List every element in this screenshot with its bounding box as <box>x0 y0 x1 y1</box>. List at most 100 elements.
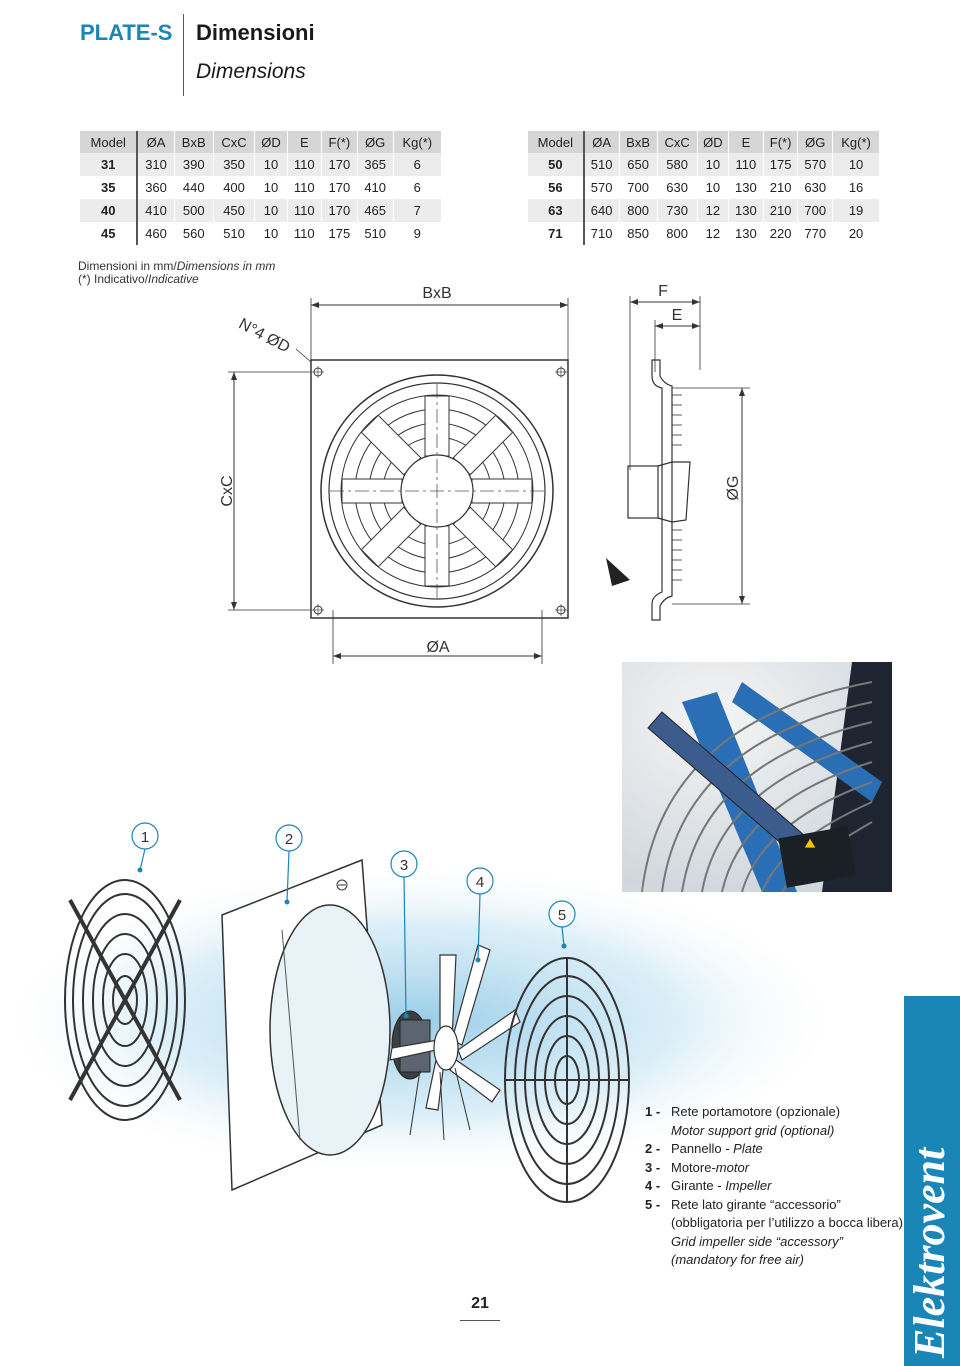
table-cell: 310 <box>137 153 175 176</box>
table-cell-model: 45 <box>80 222 139 245</box>
table-header-cell: Kg(*) <box>393 131 443 153</box>
legend-item-5: 5 - Rete lato girante “accessorio”(obbli… <box>645 1196 903 1270</box>
table-cell: 19 <box>832 199 880 222</box>
table-header-cell: F(*) <box>321 131 358 153</box>
table-cell: 110 <box>287 153 322 176</box>
table-cell: 710 <box>583 222 620 245</box>
table-cell: 850 <box>619 222 658 245</box>
table-cell: 360 <box>137 176 175 199</box>
table-cell: 465 <box>357 199 394 222</box>
table-cell: 7 <box>393 199 443 222</box>
table-cell: 130 <box>728 176 764 199</box>
legend-en: Grid impeller side “accessory” <box>671 1233 843 1249</box>
label-f: F <box>658 283 668 300</box>
table-cell: 570 <box>797 153 834 176</box>
table-cell: 170 <box>321 176 358 199</box>
legend-num: 2 - <box>645 1141 661 1156</box>
table-cell: 10 <box>254 199 288 222</box>
table-cell: 220 <box>763 222 799 245</box>
table-cell: 700 <box>619 176 658 199</box>
legend-num: 1 - <box>645 1104 661 1119</box>
table-cell: 110 <box>287 199 322 222</box>
side-brand-logo: Elektrovent <box>905 1146 954 1359</box>
label-holes: N°4 ØD <box>236 316 293 357</box>
legend-it: Pannello - <box>671 1141 734 1156</box>
page-number-rule <box>460 1320 500 1321</box>
motor-detail-photo <box>622 662 892 892</box>
table-cell-model: 71 <box>528 222 585 245</box>
table-header-cell: Kg(*) <box>832 131 880 153</box>
table-cell: 390 <box>174 153 214 176</box>
table-cell: 130 <box>728 222 764 245</box>
table-cell: 410 <box>357 176 394 199</box>
table-cell-model: 63 <box>528 199 585 222</box>
table-cell: 6 <box>393 176 443 199</box>
page-number: 21 <box>471 1295 489 1312</box>
table-cell: 800 <box>619 199 658 222</box>
note-ind-it: (*) Indicativo/ <box>78 272 149 286</box>
legend-en: motor <box>715 1159 750 1175</box>
table-cell: 170 <box>321 199 358 222</box>
legend-en: Plate <box>733 1141 763 1156</box>
legend-item-3: 3 - Motore-motor <box>645 1159 903 1178</box>
legend-it: Rete lato girante “accessorio” <box>671 1196 841 1212</box>
legend-num: 3 - <box>645 1159 661 1175</box>
note-ind-en: Indicative <box>148 272 199 286</box>
table-cell: 170 <box>321 153 358 176</box>
table-cell: 10 <box>254 153 288 176</box>
legend-num: 4 - <box>645 1178 661 1193</box>
label-cxc: CxC <box>219 475 236 506</box>
page-title-en: Dimensions <box>196 60 306 83</box>
note-dim-en: Dimensions in mm <box>176 259 276 273</box>
table-cell: 510 <box>213 222 256 245</box>
table-header-cell: E <box>728 131 764 153</box>
table-cell: 10 <box>697 153 730 176</box>
table-cell: 410 <box>137 199 175 222</box>
table-header-cell: ØG <box>797 131 834 153</box>
table-cell-model: 31 <box>80 153 139 176</box>
table-cell: 10 <box>254 176 288 199</box>
table-cell: 460 <box>137 222 175 245</box>
table-header-cell: CxC <box>657 131 698 153</box>
table-cell: 440 <box>174 176 214 199</box>
callout-2-label: 2 <box>285 831 293 848</box>
table-cell-model: 40 <box>80 199 139 222</box>
callout-5: 5 <box>548 900 576 949</box>
legend-item-1: 1 - Rete portamotore (opzionale) Motor su… <box>645 1103 903 1140</box>
table-header-cell: E <box>287 131 322 153</box>
header-divider <box>183 14 184 96</box>
table-cell: 210 <box>763 176 799 199</box>
label-bxb: BxB <box>422 285 451 302</box>
table-cell: 630 <box>657 176 698 199</box>
table-cell: 640 <box>583 199 620 222</box>
table-cell: 9 <box>393 222 443 245</box>
table-cell: 730 <box>657 199 698 222</box>
table-header-cell: ØA <box>583 131 620 153</box>
units-note: Dimensioni in mm/Dimensions in mm (*) In… <box>78 260 275 286</box>
legend-en: Impeller <box>725 1178 772 1193</box>
legend-en: Motor support grid (optional) <box>671 1122 835 1138</box>
callout-1-label: 1 <box>141 829 149 846</box>
table-cell: 560 <box>174 222 214 245</box>
exploded-view: 1 2 3 4 5 <box>0 822 850 1203</box>
callout-4-label: 4 <box>476 874 484 891</box>
table-cell: 12 <box>697 199 730 222</box>
table-cell-model: 35 <box>80 176 139 199</box>
table-header-cell: ØG <box>357 131 394 153</box>
table-cell: 12 <box>697 222 730 245</box>
table-cell-model: 50 <box>528 153 585 176</box>
table-cell: 770 <box>797 222 834 245</box>
table-cell: 175 <box>321 222 358 245</box>
table-cell: 800 <box>657 222 698 245</box>
table-header-cell: ØA <box>137 131 175 153</box>
table-cell: 580 <box>657 153 698 176</box>
legend-it: Rete portamotore (opzionale) <box>671 1104 841 1119</box>
callout-5-label: 5 <box>558 907 566 924</box>
table-cell: 210 <box>763 199 799 222</box>
table-cell: 16 <box>832 176 880 199</box>
